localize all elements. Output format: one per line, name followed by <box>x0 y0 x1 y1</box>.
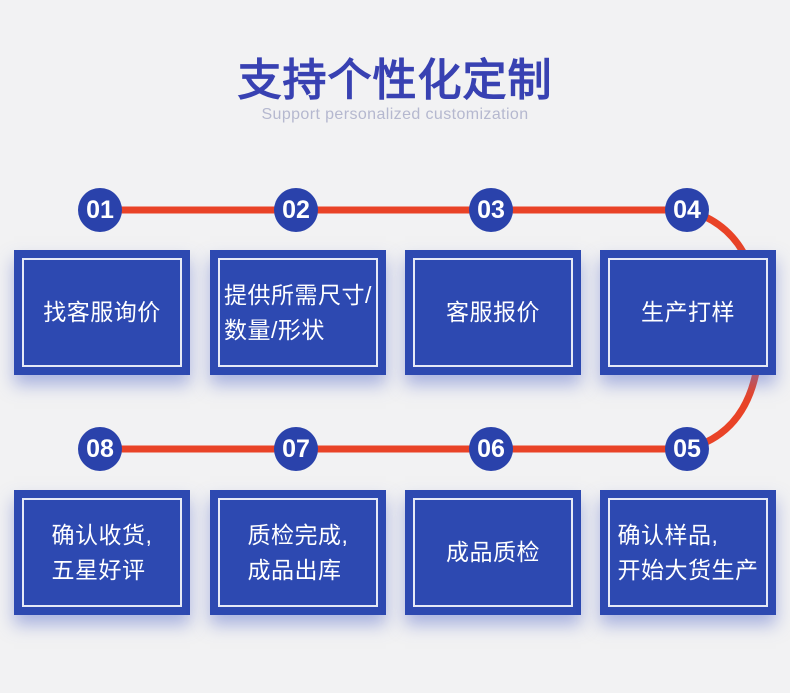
step-box-08-label: 确认收货,五星好评 <box>51 521 153 583</box>
step-circle-02: 02 <box>274 188 318 232</box>
step-box-01: 找客服询价 <box>14 250 190 375</box>
step-box-02: 提供所需尺寸/数量/形状 <box>210 250 386 375</box>
step-box-03: 客服报价 <box>405 250 581 375</box>
step-circle-08: 08 <box>78 427 122 471</box>
step-box-07-label: 质检完成,成品出库 <box>247 521 349 583</box>
step-box-08: 确认收货,五星好评 <box>14 490 190 615</box>
page-subtitle: Support personalized customization <box>261 106 529 123</box>
step-box-03-label: 客服报价 <box>446 299 540 325</box>
step-box-01-label: 找客服询价 <box>43 299 161 325</box>
step-box-04: 生产打样 <box>600 250 776 375</box>
step-circle-05: 05 <box>665 427 709 471</box>
step-circle-04: 04 <box>665 188 709 232</box>
step-circle-03: 03 <box>469 188 513 232</box>
step-box-05: 确认样品,开始大货生产 <box>600 490 776 615</box>
step-box-07: 质检完成,成品出库 <box>210 490 386 615</box>
step-circle-01: 01 <box>78 188 122 232</box>
step-box-06: 成品质检 <box>405 490 581 615</box>
step-circle-06: 06 <box>469 427 513 471</box>
step-circle-07: 07 <box>274 427 318 471</box>
step-box-04-label: 生产打样 <box>641 299 735 325</box>
step-box-06-label: 成品质检 <box>446 539 540 565</box>
page-title: 支持个性化定制 <box>237 56 553 105</box>
step-box-05-label: 确认样品,开始大货生产 <box>617 521 759 583</box>
step-box-02-label: 提供所需尺寸/数量/形状 <box>224 281 372 343</box>
